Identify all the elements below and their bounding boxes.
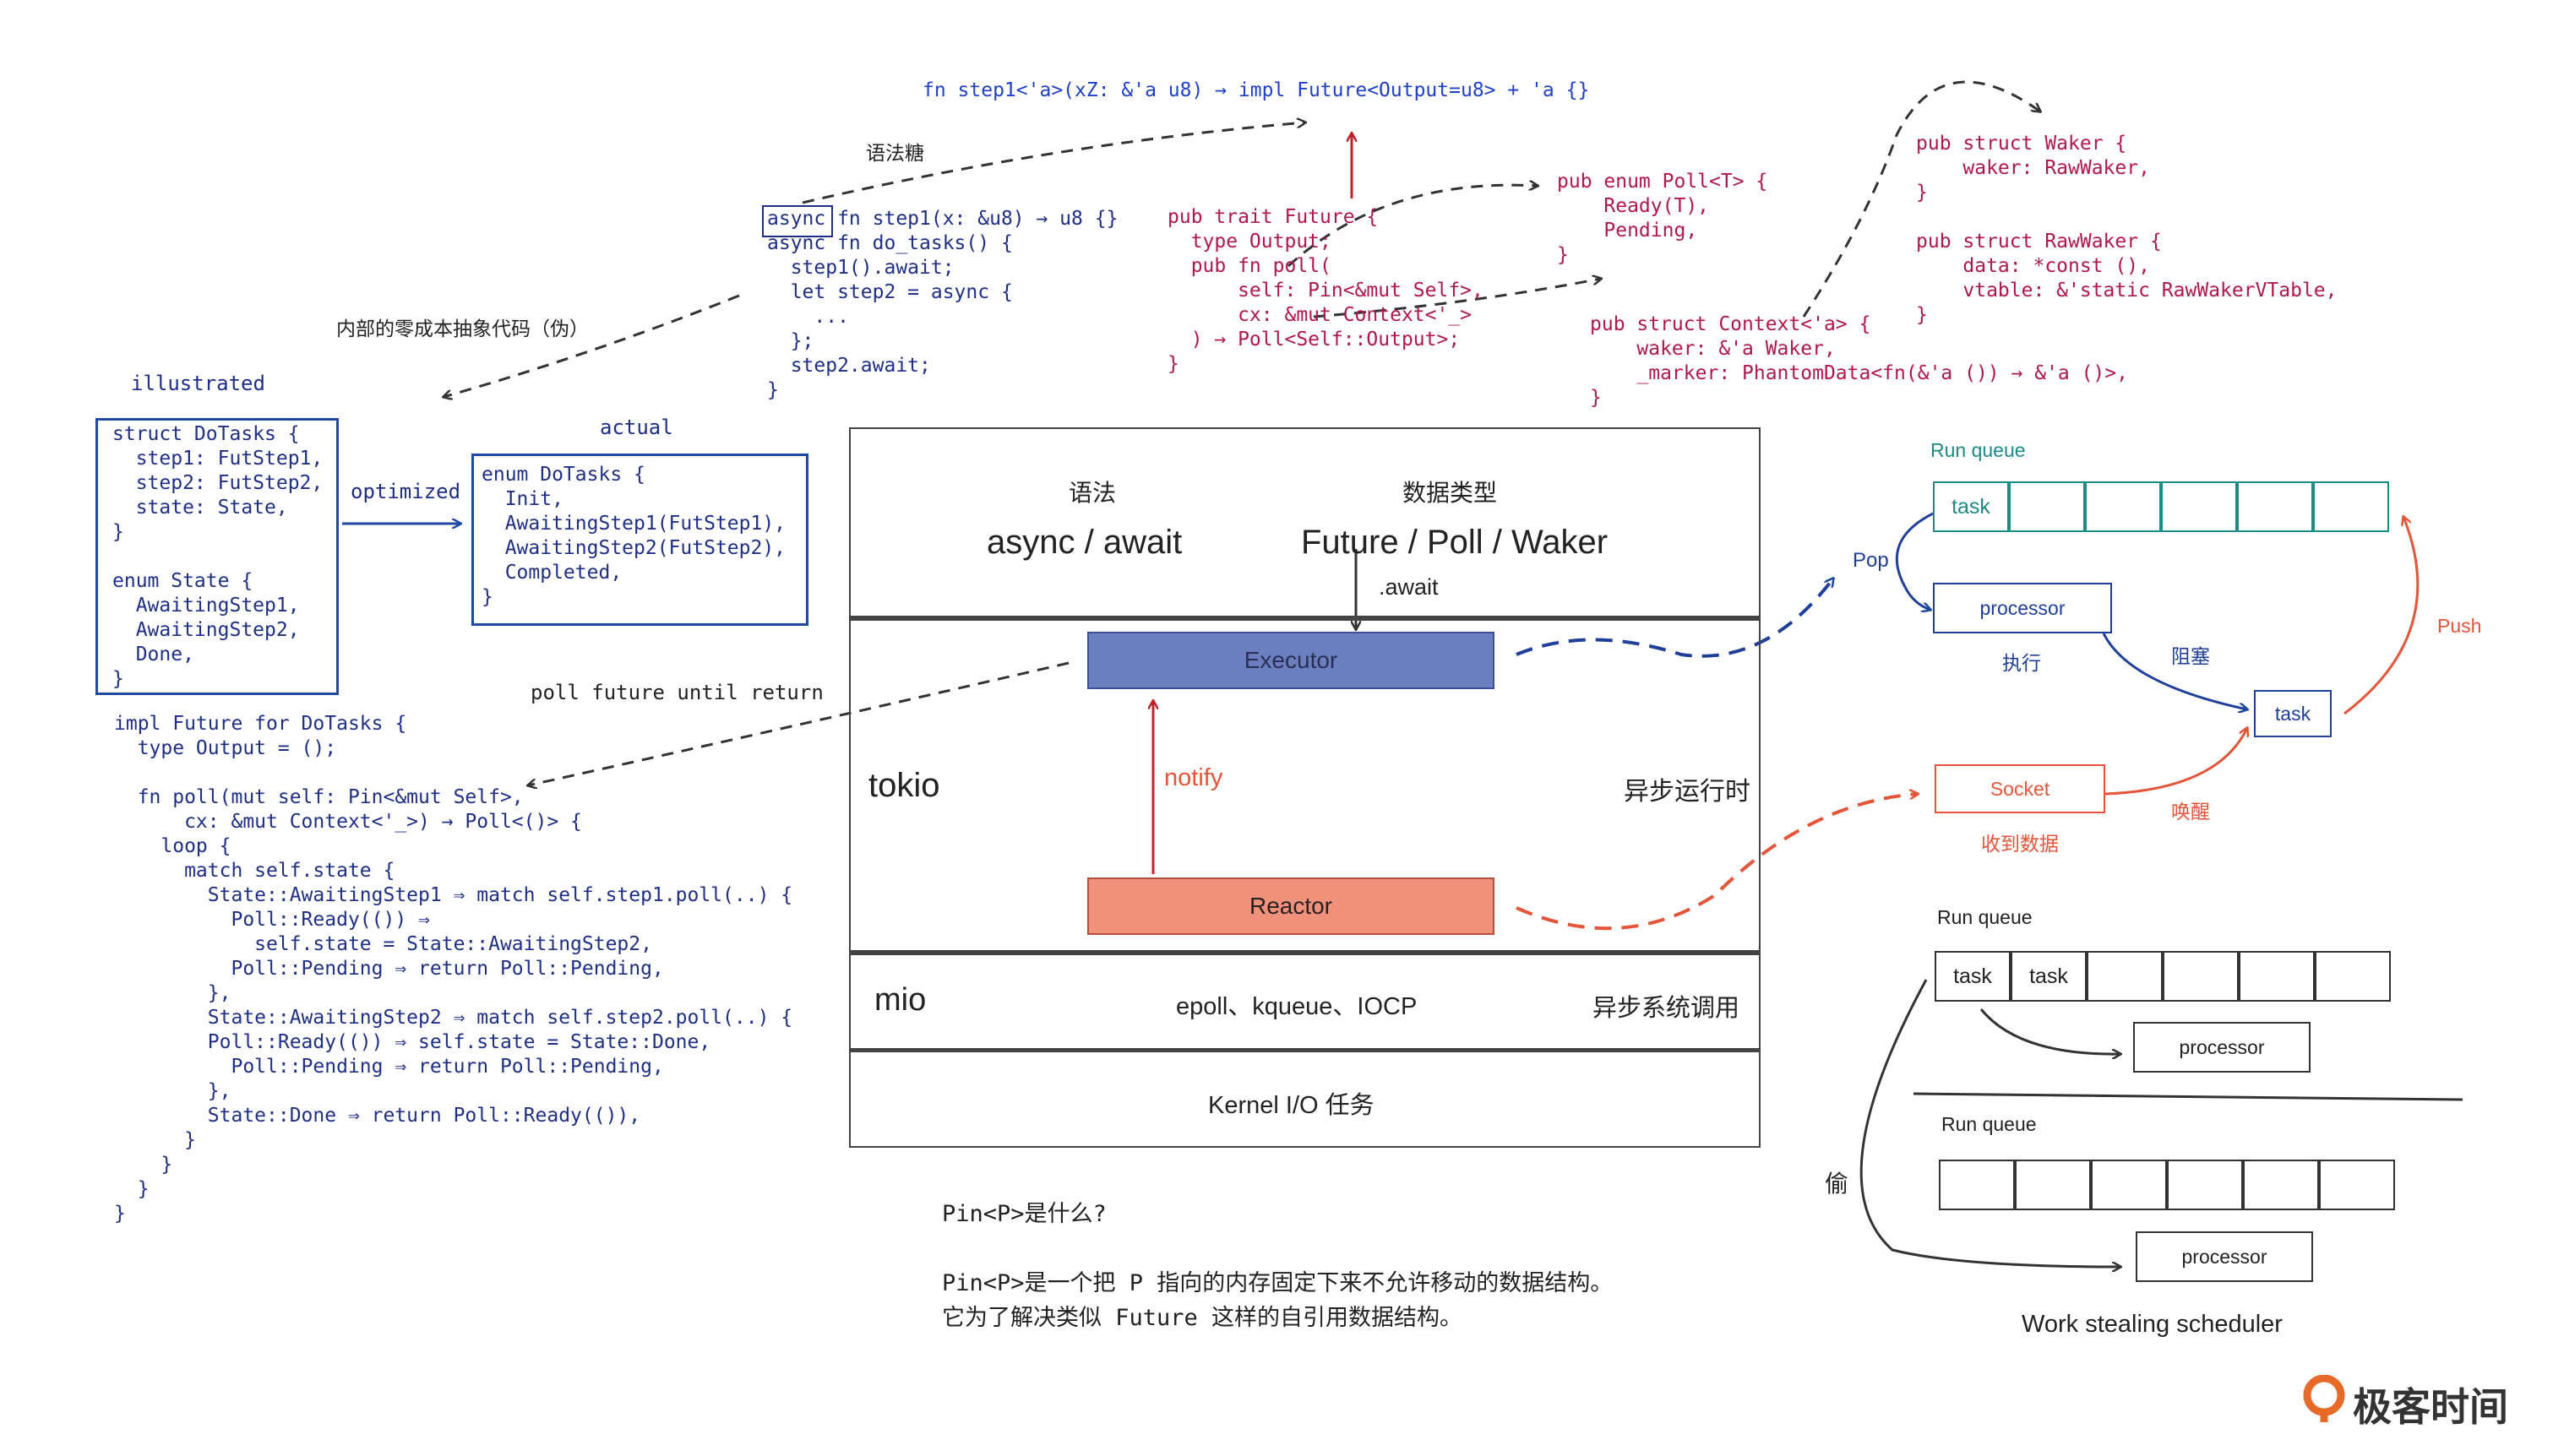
queue-task-cell: task (1935, 951, 2011, 1002)
queue-task-cell: task (1933, 481, 2009, 532)
scheduler-divider (1913, 1092, 2463, 1101)
queue-empty-cell (2313, 481, 2389, 532)
queue-empty-cell (2315, 951, 2391, 1002)
geektime-logo-icon (2302, 1374, 2346, 1424)
async-fn-code: async fn step1(x: &u8) → u8 {} async fn … (767, 208, 1119, 401)
actual-enum-box (471, 454, 808, 626)
execute-label: 执行 (2002, 652, 2041, 674)
future-signature-code: fn step1<'a>(xZ: &'a u8) → impl Future<O… (923, 79, 1590, 101)
queue-empty-cell (2237, 481, 2313, 532)
pop-arrow (1895, 512, 1934, 610)
kernel-layer (849, 1050, 1761, 1148)
types-value: Future / Poll / Waker (1301, 524, 1609, 561)
wake-arrow (2104, 728, 2247, 796)
processor-box: processor (1933, 583, 2112, 633)
pin-answer-1: Pin<P>是一个把 P 指向的内存固定下来不允许移动的数据结构。 (942, 1270, 1614, 1296)
notify-label: notify (1164, 764, 1223, 791)
queue-empty-cell (1939, 1160, 2015, 1210)
runtime-label: 异步运行时 (1624, 778, 1750, 806)
push-label: Push (2437, 615, 2482, 637)
steal-label: 偷 (1825, 1171, 1849, 1197)
received-label: 收到数据 (1981, 833, 2059, 855)
tokio-label: tokio (868, 767, 940, 804)
pin-question: Pin<P>是什么? (942, 1201, 1107, 1227)
processor-b-box: processor (2136, 1231, 2313, 1282)
blocked-label: 阻塞 (2171, 645, 2210, 667)
waker-struct-code: pub struct Waker { waker: RawWaker, } pu… (1916, 133, 2338, 326)
syntax-layer (849, 427, 1761, 617)
wake-label: 唤醒 (2171, 801, 2210, 823)
kernel-label: Kernel I/O 任务 (1208, 1092, 1374, 1119)
poll-enum-code: pub enum Poll<T> { Ready(T), Pending, } (1557, 171, 1768, 266)
run-queue-a-label: Run queue (1937, 906, 2033, 928)
zero-cost-arrow (444, 294, 740, 397)
reactor-box: Reactor (1087, 877, 1494, 935)
types-title: 数据类型 (1402, 480, 1498, 506)
future-trait-code: pub trait Future { type Output; pub fn p… (1168, 206, 1483, 375)
dispatch-arrow (1979, 1008, 2120, 1054)
queue-empty-cell (2009, 481, 2085, 532)
syscall-label: 异步系统调用 (1592, 995, 1740, 1022)
processor-a-box: processor (2133, 1022, 2311, 1073)
run-queue-top-label: Run queue (1930, 439, 2026, 461)
illustrated-struct-box (95, 418, 339, 695)
mio-label: mio (874, 982, 927, 1018)
async-keyword-highlight (762, 205, 833, 237)
queue-empty-cell (2087, 951, 2163, 1002)
push-arrow (2343, 517, 2420, 715)
queue-empty-cell (2085, 481, 2161, 532)
pin-answer-2: 它为了解决类似 Future 这样的自引用数据结构。 (942, 1305, 1463, 1331)
queue-empty-cell (2015, 1160, 2091, 1210)
blocked-task-box: task (2254, 690, 2332, 737)
actual-enum-code: enum DoTasks { Init, AwaitingStep1(FutSt… (482, 464, 787, 608)
scheduler-caption: Work stealing scheduler (2022, 1311, 2283, 1338)
pop-label: Pop (1853, 549, 1889, 572)
syntax-value: async / await (987, 524, 1183, 561)
brand-name: 极客时间 (2353, 1385, 2508, 1429)
illustrated-label: illustrated (131, 372, 265, 395)
queue-empty-cell (2163, 951, 2239, 1002)
mio-layer (849, 952, 1761, 1050)
os-apis-label: epoll、kqueue、IOCP (1176, 993, 1418, 1020)
queue-empty-cell (2091, 1160, 2167, 1210)
syntax-title: 语法 (1069, 480, 1117, 506)
executor-box: Executor (1087, 632, 1494, 689)
poll-until-label: poll future until return (531, 681, 824, 704)
await-label: .await (1379, 574, 1439, 600)
syntax-sugar-label: 语法糖 (866, 142, 924, 164)
queue-empty-cell (2319, 1160, 2395, 1210)
queue-empty-cell (2161, 481, 2237, 532)
queue-empty-cell (2243, 1160, 2319, 1210)
run-queue-b-label: Run queue (1941, 1113, 2037, 1135)
queue-task-cell: task (2011, 951, 2087, 1002)
zero-cost-label: 内部的零成本抽象代码（伪） (336, 318, 589, 340)
optimized-label: optimized (351, 480, 461, 503)
context-struct-code: pub struct Context<'a> { waker: &'a Wake… (1590, 313, 2128, 409)
tokio-layer (849, 617, 1761, 952)
illustrated-struct-code: struct DoTasks { step1: FutStep1, step2:… (112, 423, 324, 690)
queue-empty-cell (2239, 951, 2315, 1002)
actual-label: actual (600, 416, 673, 439)
queue-empty-cell (2167, 1160, 2243, 1210)
impl-future-code: impl Future for DoTasks { type Output = … (114, 713, 793, 1225)
socket-box: Socket (1935, 764, 2105, 813)
